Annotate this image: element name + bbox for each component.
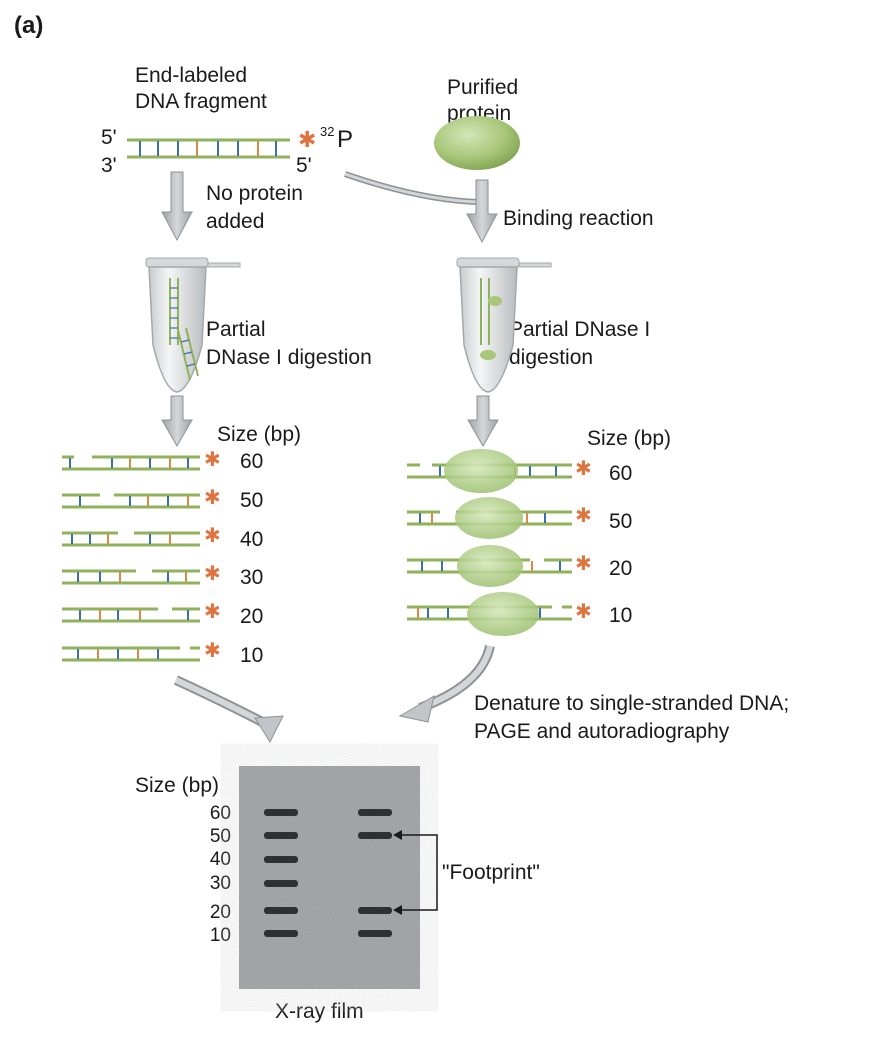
gel-lane-right: [358, 809, 392, 937]
end-labeled-label-line1: End-labeled: [135, 64, 248, 87]
no-protein-label-line2: added: [206, 210, 265, 233]
partial-digestion-right-line2: digestion: [509, 346, 594, 369]
partial-digestion-left-line2: DNase I digestion: [206, 346, 372, 369]
end-labeled-dna: [127, 138, 290, 159]
tube-left-icon: [145, 257, 241, 393]
svg-text:✱: ✱: [575, 456, 592, 480]
xray-film-label: X-ray film: [275, 1000, 364, 1023]
size-bp-left-header: Size (bp): [217, 423, 302, 446]
left-size-label: 30: [240, 566, 264, 589]
radiolabel-star-icon: ✱: [298, 128, 316, 153]
fragment-40: ✱: [62, 523, 221, 547]
svg-text:✱: ✱: [204, 561, 221, 585]
gel-size-label: 60: [209, 803, 231, 824]
left-fragments: ✱ ✱ ✱ ✱: [62, 447, 221, 662]
curved-arrow-right-icon: [398, 644, 495, 723]
arrowhead-icon: [393, 830, 402, 840]
isotope-superscript: 32: [320, 124, 335, 139]
arrow-down-icon: [161, 395, 193, 448]
binding-reaction-label: Binding reaction: [503, 207, 654, 230]
svg-text:✱: ✱: [204, 523, 221, 547]
protected-fragment-50: ✱: [407, 497, 592, 539]
end-labeled-label-line2: DNA fragment: [135, 90, 267, 113]
svg-text:✱: ✱: [575, 503, 592, 527]
five-prime-bottom-label: 5': [296, 154, 312, 177]
partial-digestion-right-line1: Partial DNase I: [509, 318, 651, 341]
gel-size-header: Size (bp): [135, 774, 220, 797]
arrow-down-icon: [466, 179, 498, 244]
svg-text:✱: ✱: [575, 599, 592, 623]
svg-text:✱: ✱: [575, 551, 592, 575]
tube-right-icon: [456, 257, 552, 393]
right-fragments: ✱ ✱ ✱ ✱: [407, 449, 592, 636]
svg-text:✱: ✱: [204, 599, 221, 623]
footprint-label: "Footprint": [442, 861, 540, 884]
right-size-label: 10: [609, 604, 633, 627]
left-size-label: 50: [240, 489, 264, 512]
fragment-60: ✱: [62, 447, 221, 471]
denature-label-line2: PAGE and autoradiography: [474, 720, 730, 743]
gel-lane-left: [264, 809, 298, 937]
left-size-label: 60: [240, 450, 264, 473]
xray-film: [239, 766, 420, 989]
curved-arrow-left-icon: [173, 675, 284, 744]
gel-size-label: 30: [209, 873, 231, 894]
partial-digestion-left-line1: Partial: [206, 318, 266, 341]
svg-text:✱: ✱: [204, 447, 221, 471]
right-size-label: 60: [609, 462, 633, 485]
arrow-down-icon: [467, 395, 499, 448]
purified-protein-blob: [434, 116, 520, 170]
denature-label-line1: Denature to single-stranded DNA;: [474, 692, 790, 715]
fragment-10: ✱: [62, 638, 221, 662]
left-size-label: 10: [240, 644, 264, 667]
size-bp-right-header: Size (bp): [587, 427, 672, 450]
panel-label: (a): [14, 12, 44, 39]
left-size-label: 40: [240, 528, 264, 551]
curved-arrow-icon: [344, 171, 479, 205]
protected-fragment-10: ✱: [407, 592, 592, 636]
protected-fragment-20: ✱: [407, 545, 592, 587]
left-size-label: 20: [240, 605, 264, 628]
phosphorus-label: P: [337, 126, 354, 153]
arrowhead-icon: [393, 905, 402, 915]
footprint-bracket: [396, 834, 438, 911]
arrow-down-icon: [161, 171, 193, 242]
fragment-20: ✱: [62, 599, 221, 623]
no-protein-label-line1: No protein: [206, 182, 303, 205]
gel-size-label: 10: [209, 925, 231, 946]
svg-text:✱: ✱: [204, 638, 221, 662]
svg-text:✱: ✱: [204, 485, 221, 509]
five-prime-top-label: 5': [101, 126, 117, 149]
fragment-30: ✱: [62, 561, 221, 585]
gel-size-label: 20: [209, 902, 231, 923]
gel-size-label: 40: [209, 849, 231, 870]
right-size-label: 20: [609, 557, 633, 580]
right-size-label: 50: [609, 510, 633, 533]
fragment-50: ✱: [62, 485, 221, 509]
gel-size-label: 50: [209, 826, 231, 847]
protected-fragment-60: ✱: [407, 449, 592, 493]
purified-protein-line1: Purified: [447, 76, 519, 99]
three-prime-bottom-label: 3': [101, 154, 117, 177]
